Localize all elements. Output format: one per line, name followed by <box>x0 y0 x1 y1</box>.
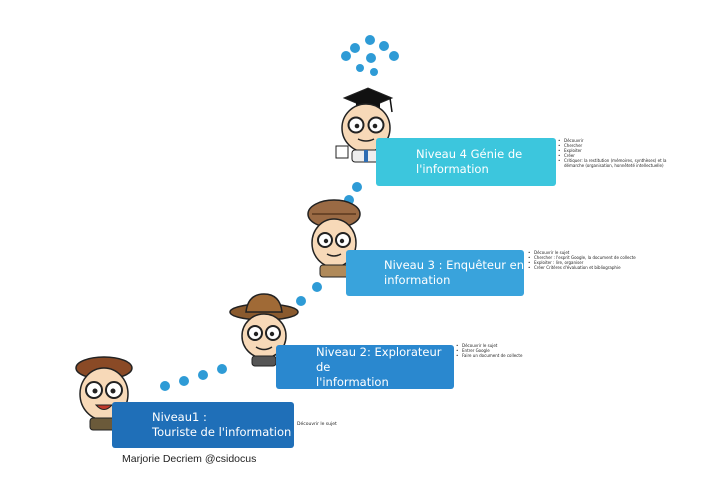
level-4-subtitle: l'information <box>416 162 489 176</box>
list-item: Découvrir le sujet <box>528 250 668 255</box>
top-dots-cluster <box>341 35 399 76</box>
level-1-box: Niveau1 : Touriste de l'information <box>112 402 294 448</box>
level-3-notes: Découvrir le sujet Chercher : l'esprit G… <box>528 250 668 270</box>
level-2-title: Niveau 2: Explorateur de <box>316 344 442 374</box>
list-item: Exploiter <box>558 148 678 153</box>
graduate-cap-character-icon <box>335 87 394 163</box>
list-item: Découvrir <box>558 138 678 143</box>
level-3-title: Niveau 3 : Enquêteur en <box>384 258 525 272</box>
level-1-note: Découvrir le sujet <box>297 422 337 427</box>
level-2-box: Niveau 2: Explorateur de l'information <box>276 345 454 389</box>
list-item: Découvrir le sujet <box>456 343 576 348</box>
list-item: Créer <box>558 153 678 158</box>
list-item: Créer Critères d'évaluation et bibliogra… <box>528 265 668 270</box>
author-credit: Marjorie Decriem @csidocus <box>122 453 257 465</box>
level-2-notes: Découvrir le sujet Entrer Google Faire u… <box>456 343 576 358</box>
level-4-box: Niveau 4 Génie de l'information <box>376 138 556 186</box>
list-item: Exploiter : lire, organiser <box>528 260 668 265</box>
detective-cap-character-icon <box>307 199 361 278</box>
level-3-box: Niveau 3 : Enquêteur en information <box>346 250 524 296</box>
list-item: Critiquer: la restitution (mémoires, syn… <box>558 158 678 168</box>
level-1-title: Niveau1 : <box>152 410 207 424</box>
level-3-subtitle: information <box>384 273 451 287</box>
level-4-title: Niveau 4 Génie de <box>416 147 523 161</box>
level-2-subtitle: l'information <box>316 374 389 389</box>
explorer-hat-character-icon <box>229 293 299 367</box>
list-item: Faire un document de collecte <box>456 353 576 358</box>
list-item: Entrer Google <box>456 348 576 353</box>
level-1-subtitle: Touriste de l'information <box>152 425 292 439</box>
list-item: Chercher <box>558 143 678 148</box>
list-item: Chercher : l'esprit Google, la document … <box>528 255 668 260</box>
level-4-notes: Découvrir Chercher Exploiter Créer Criti… <box>558 138 678 168</box>
